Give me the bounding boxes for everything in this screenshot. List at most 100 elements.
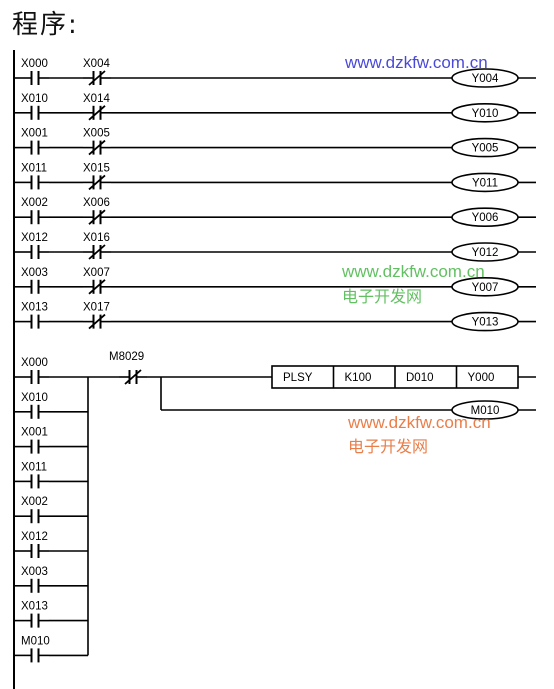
nc-contact-symbol [83, 105, 111, 121]
no-contact-symbol [21, 245, 49, 259]
contact-label: X001 [21, 128, 48, 140]
contact-label: X001 [21, 427, 48, 439]
contact-label: X003 [21, 566, 48, 578]
parallel-branch: X013 [14, 601, 88, 628]
contact-label: X002 [21, 197, 48, 209]
no-contact-symbol [21, 474, 49, 489]
contact-label: X005 [83, 128, 110, 140]
nc-contact-symbol [83, 139, 111, 156]
instruction-operand: D010 [406, 372, 434, 384]
watermark-layer: www.dzkfw.com.cnwww.dzkfw.com.cn电子开发网www… [341, 53, 491, 456]
coil-label: Y007 [472, 282, 499, 294]
coil-label: Y013 [472, 317, 499, 329]
parallel-branch: X003 [14, 566, 88, 593]
no-contact-symbol [21, 105, 49, 120]
instruction-block: X000X010X001X011X002X012X003X013M010M802… [14, 351, 536, 663]
parallel-branch: X000 [14, 357, 88, 384]
contact-label: X006 [83, 197, 110, 209]
nc-contact-symbol [83, 279, 111, 295]
no-contact-symbol [21, 140, 49, 155]
contact-label: X011 [21, 162, 47, 174]
coil-label: Y011 [472, 177, 498, 189]
coil-symbol [451, 311, 519, 332]
contact-label: X016 [83, 232, 110, 244]
parallel-branch: X012 [14, 531, 88, 558]
instruction-operand: PLSY [283, 372, 313, 384]
contact-label: M8029 [109, 351, 144, 363]
contact-label: X000 [21, 357, 48, 369]
contact-label: X013 [21, 601, 48, 613]
contact-label: X015 [83, 162, 110, 174]
no-contact-symbol [21, 71, 49, 85]
page-title: 程序: [12, 10, 79, 40]
nc-contact-symbol [83, 209, 111, 225]
contact-label: X010 [21, 93, 48, 105]
no-contact-symbol [21, 210, 49, 225]
contact-label: X003 [21, 267, 48, 279]
contact-slash [88, 70, 106, 86]
coil-symbol [451, 242, 519, 262]
contact-slash [88, 313, 106, 330]
instruction-operand: K100 [345, 372, 372, 384]
contact-label: X010 [21, 392, 48, 404]
no-contact-symbol [21, 370, 49, 384]
contact-slash [88, 279, 106, 295]
instruction-operand: Y000 [468, 372, 495, 384]
contact-label: X017 [83, 302, 110, 314]
coil-label: Y012 [472, 247, 499, 259]
watermark: www.dzkfw.com.cn 电子开发网 [347, 413, 491, 456]
no-contact-symbol [21, 439, 49, 454]
coil-label: Y005 [472, 143, 499, 155]
coil-label: Y004 [472, 73, 499, 85]
coil-label: Y010 [472, 108, 499, 120]
parallel-branch: X001 [14, 427, 88, 454]
coil-symbol [451, 276, 519, 297]
nc-contact-symbol [119, 369, 147, 385]
coil-label: Y006 [472, 212, 499, 224]
parallel-branch: X011 [14, 461, 88, 489]
coil-label: M010 [471, 405, 500, 417]
watermark-url: www.dzkfw.com.cn [347, 413, 491, 432]
no-contact-symbol [21, 279, 49, 294]
no-contact-symbol [21, 314, 49, 329]
contact-label: X000 [21, 58, 48, 70]
contact-slash [88, 244, 106, 260]
nc-contact-symbol [83, 70, 111, 86]
contact-slash [88, 209, 106, 225]
watermark-text: 电子开发网 [348, 437, 428, 456]
coil-symbol [451, 103, 519, 123]
nc-contact-symbol [83, 174, 111, 191]
contact-label: X007 [83, 267, 110, 279]
coil-symbol [451, 137, 519, 158]
no-contact-symbol [21, 578, 49, 593]
contact-label: X002 [21, 496, 48, 508]
no-contact-symbol [21, 404, 49, 419]
no-contact-symbol [21, 613, 49, 628]
contact-label: X013 [21, 302, 48, 314]
contact-slash [88, 139, 106, 156]
coil-symbol [451, 172, 519, 193]
contact-label: X014 [83, 93, 110, 105]
watermark-url: www.dzkfw.com.cn [344, 53, 488, 72]
contact-label: X004 [83, 58, 110, 70]
nc-contact-symbol [83, 313, 111, 330]
watermark: www.dzkfw.com.cn [344, 53, 488, 72]
nc-contact-symbol [83, 244, 111, 260]
contact-slash [124, 369, 142, 385]
contact-slash [88, 105, 106, 121]
parallel-branch: X002 [14, 496, 88, 524]
no-contact-symbol [21, 175, 49, 190]
contact-label: M010 [21, 635, 50, 647]
contact-label: X011 [21, 461, 47, 473]
no-contact-symbol [21, 648, 49, 663]
contact-label: X012 [21, 531, 48, 543]
